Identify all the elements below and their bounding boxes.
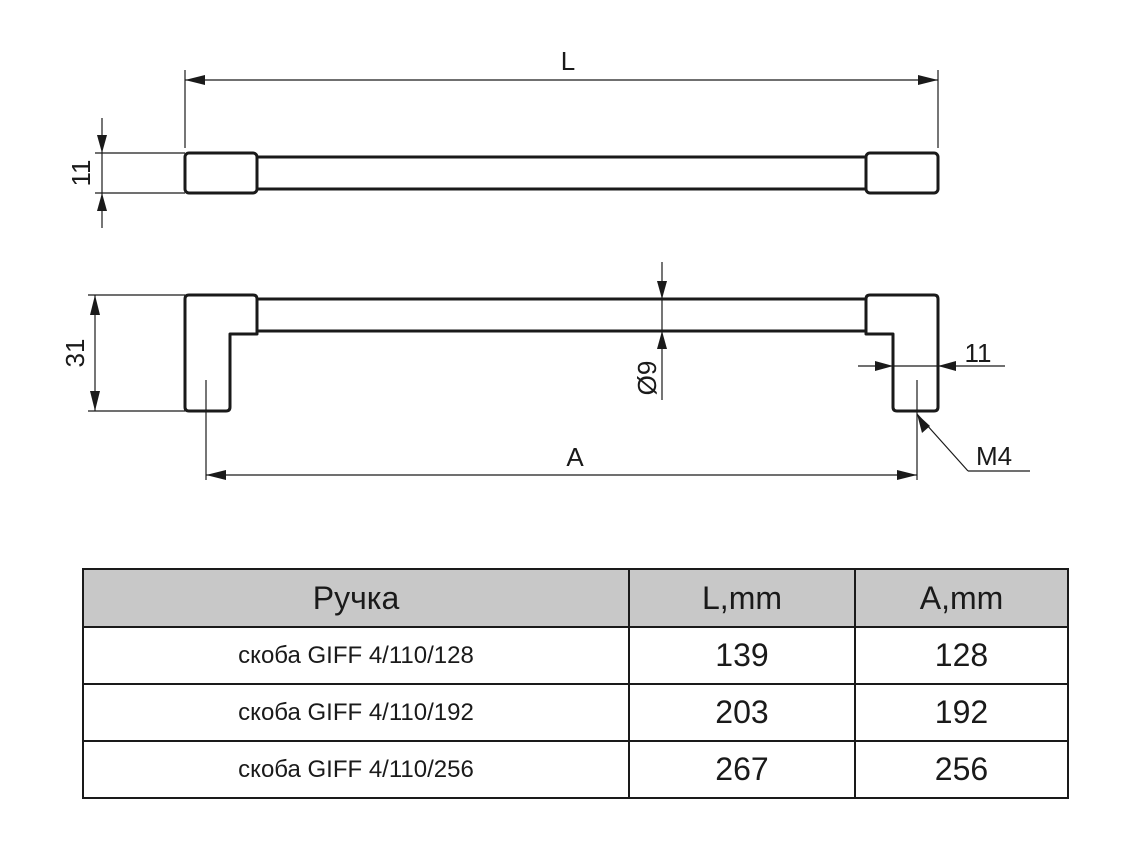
leg-width-dimension: 11	[858, 338, 1005, 371]
row-name: скоба GIFF 4/110/192	[82, 683, 630, 742]
top-height-dimension: 11	[66, 118, 185, 228]
spec-table: Ручка L,mm A,mm скоба GIFF 4/110/128 139…	[82, 568, 1069, 799]
row-center-distance: 128	[854, 626, 1069, 685]
row-name: скоба GIFF 4/110/256	[82, 740, 630, 799]
top-height-label: 11	[66, 160, 96, 187]
header-handle: Ручка	[82, 568, 630, 628]
table-row: скоба GIFF 4/110/128 139 128	[82, 626, 1069, 685]
handle-technical-drawing: L 11 31 Ø9	[60, 46, 1030, 480]
depth-dimension: 31	[60, 294, 185, 412]
center-distance-dimension: A	[206, 442, 917, 480]
length-dimension: L	[184, 46, 939, 148]
thread-label: M4	[976, 441, 1012, 471]
handle-top-view	[183, 151, 940, 195]
row-center-distance: 192	[854, 683, 1069, 742]
table-row: скоба GIFF 4/110/256 267 256	[82, 740, 1069, 799]
row-name: скоба GIFF 4/110/128	[82, 626, 630, 685]
row-length: 139	[628, 626, 856, 685]
header-length: L,mm	[628, 568, 856, 628]
length-label: L	[561, 46, 575, 76]
table-row: скоба GIFF 4/110/192 203 192	[82, 683, 1069, 742]
thread-callout: M4	[916, 413, 1030, 472]
diameter-label: Ø9	[632, 361, 662, 396]
table-header-row: Ручка L,mm A,mm	[82, 568, 1069, 628]
center-distance-label: A	[566, 442, 584, 472]
depth-label: 31	[60, 339, 90, 368]
row-length: 203	[628, 683, 856, 742]
leg-width-label: 11	[965, 338, 992, 368]
header-center-distance: A,mm	[854, 568, 1069, 628]
diameter-dimension: Ø9	[632, 262, 667, 400]
row-center-distance: 256	[854, 740, 1069, 799]
row-length: 267	[628, 740, 856, 799]
handle-side-view	[183, 293, 940, 480]
